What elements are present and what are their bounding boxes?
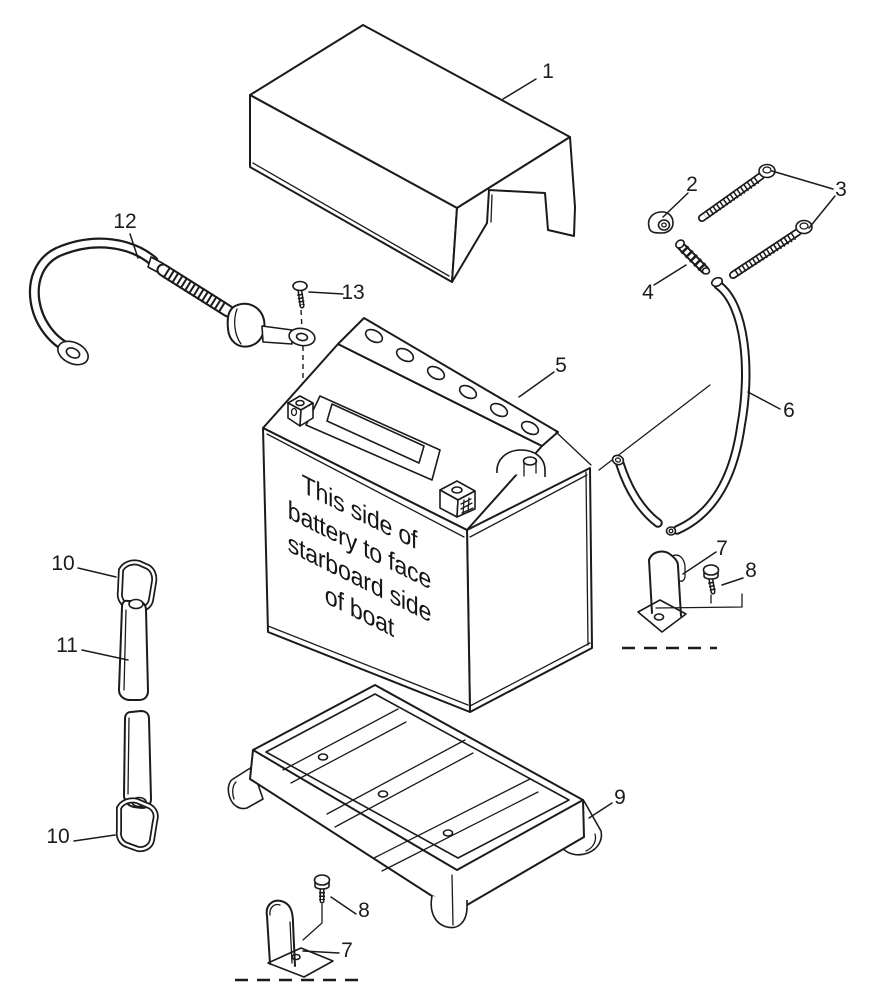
mounting-bolts: 3 bbox=[698, 163, 847, 279]
strap-lower bbox=[123, 710, 152, 809]
battery-terminal-block-left bbox=[287, 395, 314, 427]
strap-upper bbox=[118, 599, 149, 701]
bracket-screw-upper: 8 bbox=[622, 559, 757, 650]
callout-1: 1 bbox=[542, 60, 554, 83]
callout-8-upper: 8 bbox=[745, 559, 757, 582]
battery-tray: 9 bbox=[227, 684, 626, 929]
callout-11: 11 bbox=[56, 634, 78, 657]
callout-7-upper: 7 bbox=[716, 537, 728, 560]
callout-8-lower: 8 bbox=[358, 899, 370, 922]
bracket-screw-lower: 8 bbox=[235, 874, 370, 982]
battery-terminal-block-right bbox=[439, 480, 476, 518]
callout-3: 3 bbox=[835, 178, 847, 201]
callout-13: 13 bbox=[341, 281, 364, 304]
terminal-boot bbox=[226, 302, 266, 348]
callout-9: 9 bbox=[614, 786, 626, 809]
battery-cable: 12 bbox=[28, 210, 316, 366]
holddown-bracket-upper: 7 bbox=[637, 537, 728, 633]
callout-6: 6 bbox=[783, 399, 795, 422]
inline-fitting: 4 bbox=[642, 239, 711, 304]
callout-4: 4 bbox=[642, 281, 654, 304]
callout-5: 5 bbox=[555, 354, 567, 377]
vent-elbow-fitting: 2 bbox=[647, 173, 698, 234]
battery-vent-dome bbox=[496, 449, 546, 477]
callout-10-bottom: 10 bbox=[46, 825, 69, 848]
battery-cover: 1 bbox=[249, 24, 576, 283]
battery: This side of battery to face starboard s… bbox=[262, 317, 593, 713]
callout-2: 2 bbox=[686, 173, 698, 196]
tray-foot bbox=[430, 895, 468, 929]
battery-strap-assembly: 10 11 10 bbox=[46, 552, 159, 853]
holddown-bracket-lower: 7 bbox=[265, 899, 353, 978]
terminal-screw: 13 bbox=[292, 280, 365, 399]
callout-7-lower: 7 bbox=[341, 939, 353, 962]
callout-12: 12 bbox=[113, 210, 136, 233]
callout-10-top: 10 bbox=[51, 552, 74, 575]
vent-hose: 6 bbox=[598, 276, 795, 536]
